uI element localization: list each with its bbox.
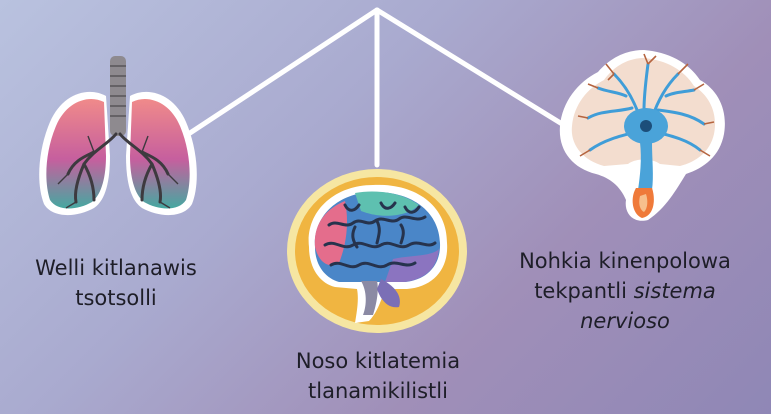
lungs-label-line-2: tsotsolli: [0, 283, 232, 313]
neuron-label-italic-1: sistema: [634, 279, 716, 303]
brain-label: Noso kitlatemia tlanamikilistli: [248, 346, 508, 406]
lungs-icon: [28, 52, 208, 224]
neuron-label-line-2-text: tekpantli: [534, 279, 627, 303]
connector-to-lungs: [190, 10, 377, 133]
neuron-label-line-1: Nohkia kinenpolowa: [484, 246, 766, 276]
neuron-icon: [548, 40, 738, 228]
brain-label-line-2: tlanamikilistli: [248, 376, 508, 406]
neuron-label-italic-2: nervioso: [580, 309, 670, 333]
neuron-label: Nohkia kinenpolowa tekpantli sistema ner…: [484, 246, 766, 336]
lungs-label: Welli kitlanawis tsotsolli: [0, 253, 232, 313]
brain-label-line-1: Noso kitlatemia: [248, 346, 508, 376]
connector-to-neuron: [377, 10, 567, 127]
neuron-label-line-3: nervioso: [484, 306, 766, 336]
neuron-label-line-2: tekpantli sistema: [484, 276, 766, 306]
brain-icon: [285, 165, 470, 337]
lungs-label-line-1: Welli kitlanawis: [0, 253, 232, 283]
